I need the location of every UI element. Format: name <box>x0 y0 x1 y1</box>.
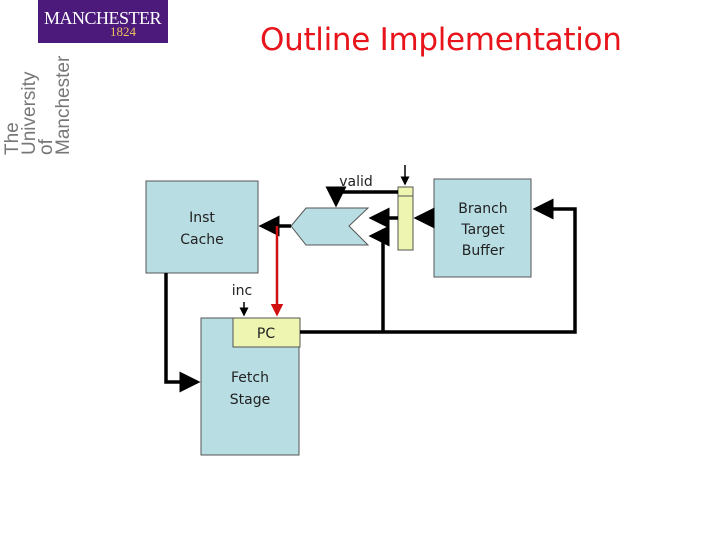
slide-title: Outline Implementation <box>260 22 622 58</box>
valid-register <box>397 186 414 251</box>
inc-label: inc <box>232 283 252 299</box>
pc-register: PC <box>232 317 301 348</box>
pc-label: PC <box>257 326 275 342</box>
btb-block: Branch Target Buffer <box>433 178 532 278</box>
cache-to-fetch-wire <box>164 273 201 393</box>
manchester-logo: MANCHESTER 1824 <box>38 0 168 43</box>
fetch-label-1: Fetch <box>231 370 269 386</box>
logo-name: MANCHESTER <box>44 8 162 28</box>
btb-label-2: Target <box>460 222 505 238</box>
valid-wire <box>325 186 398 208</box>
inst-cache-block: Inst Cache <box>145 180 259 274</box>
fetch-label-2: Stage <box>230 392 270 408</box>
inst-cache-label-2: Cache <box>180 232 224 248</box>
pc-to-mux-wire <box>368 225 390 332</box>
btb-label-3: Buffer <box>462 243 505 259</box>
btb-label-1: Branch <box>458 201 507 217</box>
multiplexer <box>290 207 370 246</box>
inst-cache-label-1: Inst <box>189 210 215 226</box>
valid-label: valid <box>339 174 373 190</box>
logo-year: 1824 <box>110 24 136 39</box>
pc-to-btb-wire <box>300 198 577 334</box>
